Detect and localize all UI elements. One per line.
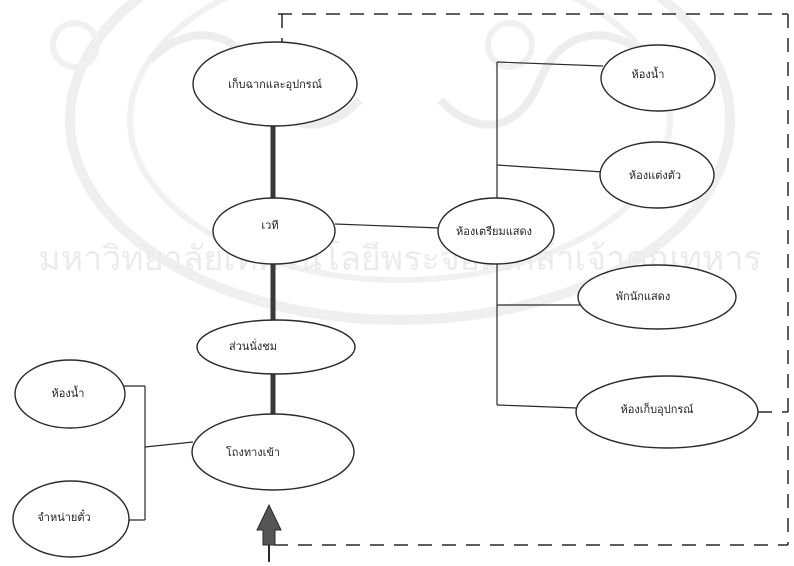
node-performer-rest-label: พักนักแสดง xyxy=(616,290,670,303)
node-backstage-prep-label: ห้องเตรียมแสดง xyxy=(456,225,532,238)
node-toilet-left-label: ห้องน้ำ xyxy=(52,385,85,400)
node-backstage-prep[interactable]: ห้องเตรียมแสดง xyxy=(437,197,555,265)
node-audience-seating[interactable]: ส่วนนั่งชม xyxy=(196,319,356,375)
site-boundary xyxy=(274,13,789,546)
entrance-arrow xyxy=(256,503,282,562)
node-stage[interactable]: เวที xyxy=(212,197,336,265)
node-ticket-sales-label: จำหน่ายตั๋ว xyxy=(37,508,90,524)
node-performer-rest[interactable]: พักนักแสดง xyxy=(577,264,737,330)
node-equipment-room-label: ห้องเก็บอุปกรณ์ xyxy=(621,402,694,416)
node-toilet-left[interactable]: ห้องน้ำ xyxy=(14,359,126,429)
node-equipment-storage-top-label: เก็บฉากและอุปกรณ์ xyxy=(228,77,322,91)
watermark-seal: มหาวิทยาลัยเทคโนโลยีพระจอมเกล้าเจ้าคุณทห… xyxy=(38,0,762,325)
node-audience-seating-label: ส่วนนั่งชม xyxy=(229,338,277,353)
node-equipment-storage-top[interactable]: เก็บฉากและอุปกรณ์ xyxy=(192,41,358,127)
node-ticket-sales[interactable]: จำหน่ายตั๋ว xyxy=(12,480,130,558)
node-lobby[interactable]: โถงทางเข้า xyxy=(191,413,355,491)
node-dressing-room-label: ห้องแต่งตัว xyxy=(629,169,681,182)
node-lobby-label: โถงทางเข้า xyxy=(226,445,280,459)
node-toilet-right[interactable]: ห้องน้ำ xyxy=(600,44,716,112)
node-stage-label: เวที xyxy=(261,219,278,232)
node-toilet-right-label: ห้องน้ำ xyxy=(632,66,665,81)
node-equipment-room[interactable]: ห้องเก็บอุปกรณ์ xyxy=(575,375,759,449)
node-dressing-room[interactable]: ห้องแต่งตัว xyxy=(599,141,715,209)
